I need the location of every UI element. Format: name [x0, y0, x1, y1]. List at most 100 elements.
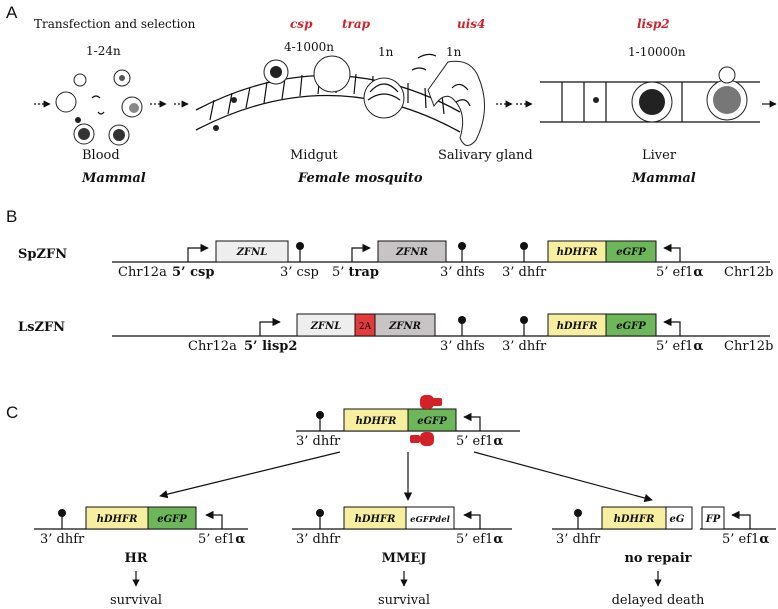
- salivary-gland-illustration: [411, 53, 486, 146]
- mmej-egfpdel-label: eGFPdel: [410, 515, 450, 525]
- no-repair-fp-box: [701, 506, 725, 530]
- no-repair-term-label: 3’ dhfr: [556, 532, 601, 547]
- lszfn-promoter-ef1a-label: 5’ ef1α: [656, 339, 703, 354]
- spzfn-promoter-csp-arrow: [187, 243, 209, 262]
- zfn-nuclease-top: [420, 395, 442, 409]
- stage-name-salivary-gland: Salivary gland: [438, 148, 533, 163]
- no-repair-eg-label: eG: [670, 514, 685, 525]
- hr-ef1a-greek: α: [235, 532, 245, 547]
- spzfn-chr-left: Chr12a: [118, 265, 167, 280]
- lszfn-egfp-label: eGFP: [616, 321, 646, 332]
- lszfn-hdhfr-label: hDHFR: [557, 321, 598, 332]
- lszfn-promoter-ef1a-arrow: [663, 317, 681, 336]
- lszfn-promoter-lisp2-label: 5’ lisp2: [244, 339, 297, 354]
- no-repair-hdhfr-label: hDHFR: [614, 514, 655, 525]
- hr-ef1a-prefix: 5’ ef1: [198, 532, 235, 547]
- spzfn-term-dhfr-label: 3’ dhfr: [502, 265, 547, 280]
- liver-illustration: [540, 66, 760, 123]
- mmej-promoter-arrow: [463, 510, 481, 529]
- spzfn-egfp-label: eGFP: [616, 247, 646, 258]
- panel-b-label: B: [6, 207, 17, 226]
- lszfn-egfp-box: [605, 313, 657, 337]
- target-egfp-label: eGFP: [417, 416, 447, 427]
- spzfn-name: SpZFN: [18, 247, 67, 262]
- mmej-pathway-label: MMEJ: [382, 551, 427, 566]
- hr-promoter-label: 5’ ef1α: [198, 532, 245, 547]
- target-locus: hDHFR eGFP 3’ dhfr 5’ ef1α: [296, 395, 520, 449]
- panel-b: B SpZFN ZFNL ZFNR hDHFR eGFP Chr12a 5’ c…: [6, 207, 773, 354]
- hr-egfp-box: [147, 506, 197, 530]
- no-repair-ef1a-prefix: 5’ ef1: [722, 532, 759, 547]
- hr-promoter-arrow: [205, 510, 223, 529]
- spzfn-promoter-csp-label: 5’ csp: [172, 265, 214, 280]
- panel-c: C hDHFR eGFP 3’ dhfr 5’ ef1α: [6, 395, 776, 608]
- mmej-ef1a-greek: α: [493, 532, 503, 547]
- stage-name-midgut: Midgut: [290, 148, 338, 163]
- host-female-mosquito: Female mosquito: [297, 171, 423, 186]
- no-repair-terminator: [574, 509, 582, 529]
- mmej-hdhfr-label: hDHFR: [355, 514, 396, 525]
- branch-arrow-no-repair: [473, 451, 653, 503]
- lszfn-zfnl-label: ZFNL: [310, 321, 342, 332]
- target-egfp-box: [407, 408, 457, 432]
- spzfn-zfnr-box: [377, 240, 447, 263]
- lszfn-ef1a-greek: α: [693, 339, 703, 354]
- no-repair-pathway-label: no repair: [624, 551, 691, 566]
- ploidy-midgut: 4-1000n: [284, 40, 334, 54]
- spzfn-zfnr-label: ZFNR: [395, 247, 428, 258]
- no-repair-promoter-label: 5’ ef1α: [722, 532, 769, 547]
- host-mammal-right: Mammal: [631, 171, 696, 186]
- hr-term-label: 3’ dhfr: [40, 532, 85, 547]
- mmej-term-label: 3’ dhfr: [296, 532, 341, 547]
- spzfn-promoter-trap-label: 5’ trap: [332, 265, 379, 280]
- ploidy-salivary: 1n: [446, 45, 462, 59]
- spzfn-term-dhfs-label: 3’ dhfs: [440, 265, 485, 280]
- branch-arrow-hr: [159, 451, 341, 499]
- mmej-promoter-label: 5’ ef1α: [456, 532, 503, 547]
- mmej-egfpdel-box: [405, 506, 455, 530]
- no-repair-fp-label: FP: [705, 514, 721, 525]
- lszfn-term-dhfr-label: 3’ dhfr: [502, 339, 547, 354]
- target-hdhfr-label: hDHFR: [356, 416, 397, 427]
- spzfn-promoter-ef1a-arrow: [663, 243, 681, 262]
- panel-a: A Transfection and selection csp trap ui…: [6, 3, 777, 186]
- spzfn-promoter-ef1a-label: 5’ ef1α: [656, 265, 703, 280]
- spzfn-terminator-dhfr: [520, 242, 528, 262]
- mmej-terminator: [316, 509, 324, 529]
- spzfn-chr-right: Chr12b: [724, 265, 773, 280]
- gene-label-uis4: uis4: [457, 17, 485, 31]
- hr-hdhfr-label: hDHFR: [97, 514, 138, 525]
- no-repair-result-label: delayed death: [612, 593, 705, 608]
- stage-name-liver: Liver: [642, 148, 677, 163]
- spzfn-zfnl-label: ZFNL: [236, 247, 268, 258]
- transfection-label: Transfection and selection: [34, 17, 196, 31]
- lszfn-zfnr-box: [374, 313, 436, 337]
- spzfn-zfnl-box: [215, 240, 289, 263]
- gene-label-csp: csp: [290, 17, 313, 31]
- gene-label-lisp2: lisp2: [637, 17, 670, 31]
- target-term-label: 3’ dhfr: [296, 434, 341, 449]
- lszfn-chr-left: Chr12a: [188, 339, 237, 354]
- target-terminator-dhfr: [316, 411, 324, 431]
- blood-stage-illustration: [55, 69, 143, 146]
- panel-c-label: C: [6, 403, 18, 422]
- target-promoter-ef1a-arrow: [463, 412, 481, 431]
- lszfn-zfnr-label: ZFNR: [388, 321, 421, 332]
- spzfn-promoter-trap-prefix: 5’: [332, 265, 349, 280]
- outcome-no-repair: hDHFR eG FP 3’ dhfr 5’ ef1α no repair de…: [552, 506, 776, 608]
- spzfn-terminator-csp: [296, 242, 304, 262]
- zfn-nuclease-bottom: [410, 432, 434, 446]
- outcome-hr: hDHFR eGFP 3’ dhfr 5’ ef1α HR survival: [34, 506, 248, 608]
- spzfn-term-csp-label: 3’ csp: [280, 265, 319, 280]
- target-ef1a-greek: α: [493, 434, 503, 449]
- spzfn-terminator-dhfs: [458, 242, 466, 262]
- spzfn-promoter-trap-arrow: [351, 243, 371, 262]
- hr-egfp-label: eGFP: [157, 514, 187, 525]
- no-repair-promoter-arrow: [731, 510, 751, 529]
- gene-label-trap: trap: [342, 17, 371, 31]
- outcome-mmej: hDHFR eGFPdel 3’ dhfr 5’ ef1α MMEJ survi…: [292, 506, 512, 608]
- mmej-ef1a-prefix: 5’ ef1: [456, 532, 493, 547]
- spzfn-ef1a-prefix: 5’ ef1: [656, 265, 693, 280]
- ploidy-midgut-1n: 1n: [378, 45, 394, 59]
